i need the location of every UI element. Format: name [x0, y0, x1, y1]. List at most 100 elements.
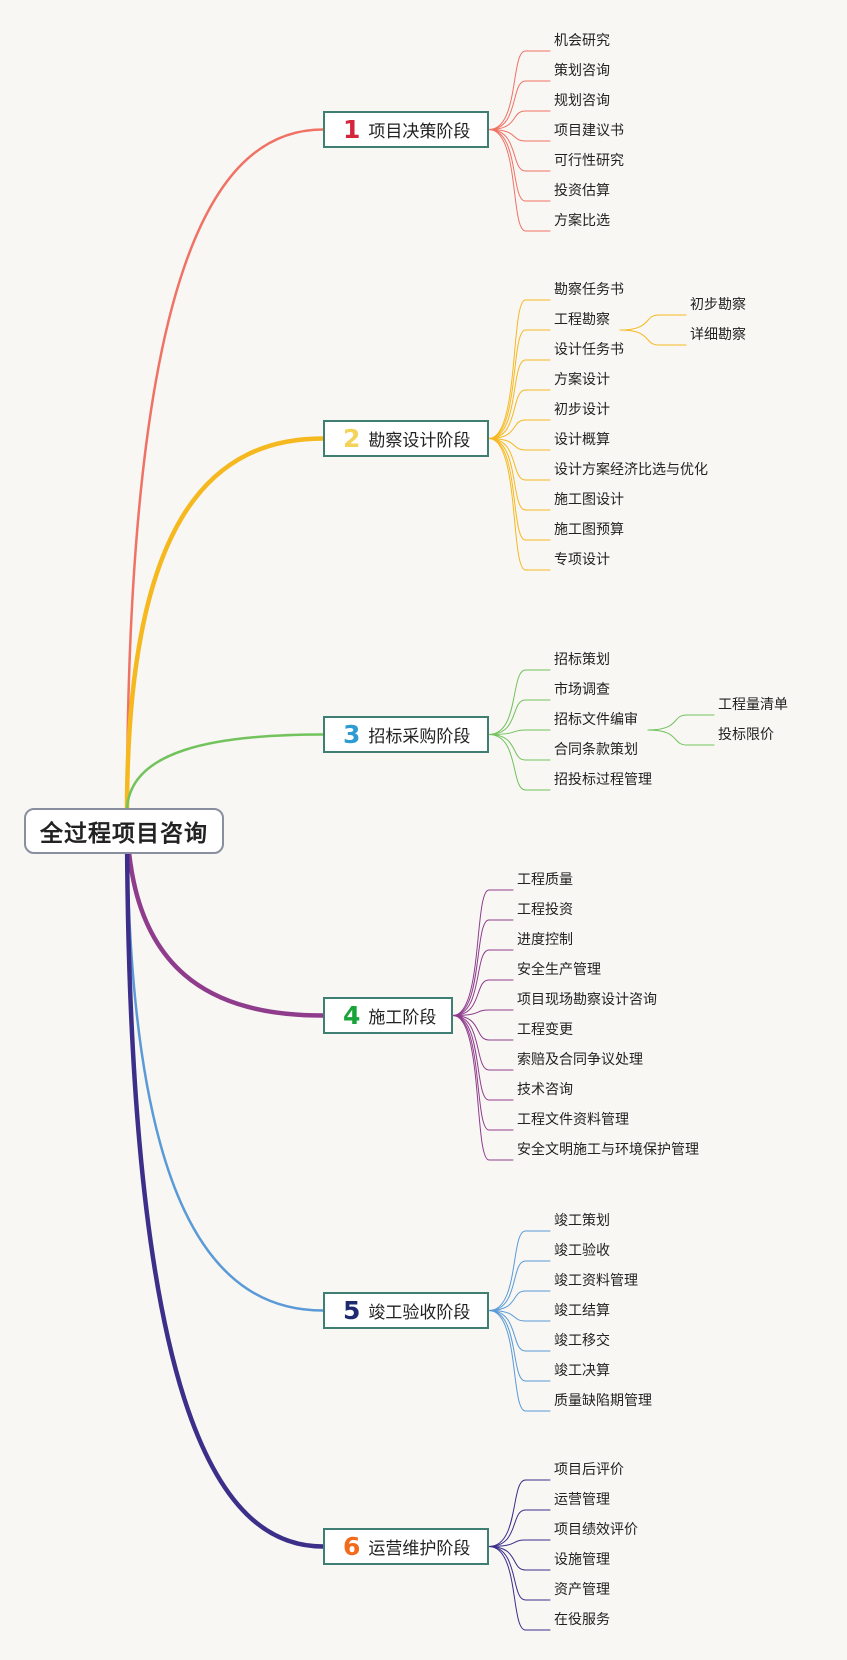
item-connector: [452, 1015, 514, 1101]
item-connector: [452, 1015, 514, 1071]
phase-item[interactable]: 方案设计: [554, 372, 610, 388]
phase-item[interactable]: 施工图预算: [554, 522, 624, 538]
item-connector: [488, 1546, 551, 1601]
sub-item-connector: [647, 714, 715, 731]
phase-item[interactable]: 合同条款策划: [554, 742, 638, 758]
sub-item-connector: [619, 329, 687, 346]
phase-item[interactable]: 竣工资料管理: [554, 1273, 638, 1289]
sub-item[interactable]: 工程量清单: [718, 697, 788, 713]
phase-item[interactable]: 招标文件编审: [554, 712, 638, 728]
item-connector: [488, 1310, 551, 1412]
phase-item[interactable]: 项目后评价: [554, 1462, 624, 1478]
item-connector: [488, 299, 551, 439]
phase-item[interactable]: 工程投资: [517, 902, 573, 918]
phase-connector-6: [124, 809, 326, 1549]
phase-item[interactable]: 工程变更: [517, 1022, 573, 1038]
sub-item[interactable]: 初步勘察: [690, 297, 746, 313]
item-connector: [488, 1260, 551, 1311]
item-connector: [488, 1546, 551, 1571]
phase-title: 项目决策阶段: [368, 122, 471, 142]
phase-connector-1: [125, 128, 325, 814]
phase-item[interactable]: 工程质量: [517, 872, 573, 888]
phase-item[interactable]: 初步设计: [554, 402, 610, 418]
item-connector: [452, 1015, 514, 1131]
item-connector: [488, 389, 551, 439]
sub-item[interactable]: 详细勘察: [690, 327, 746, 343]
phase-item[interactable]: 机会研究: [554, 33, 610, 49]
phase-item[interactable]: 招投标过程管理: [554, 772, 652, 788]
phase-item[interactable]: 索赔及合同争议处理: [517, 1052, 643, 1068]
item-connector: [452, 1015, 514, 1161]
phase-item[interactable]: 质量缺陷期管理: [554, 1393, 652, 1409]
phase-item[interactable]: 策划咨询: [554, 63, 610, 79]
phase-item[interactable]: 在役服务: [554, 1612, 610, 1628]
sub-item[interactable]: 投标限价: [718, 727, 774, 743]
phase-item[interactable]: 设施管理: [554, 1552, 610, 1568]
phase-item[interactable]: 资产管理: [554, 1582, 610, 1598]
phase-connector-4: [124, 809, 326, 1018]
phase-item[interactable]: 竣工移交: [554, 1333, 610, 1349]
item-connector: [452, 889, 514, 1016]
phase-item[interactable]: 设计方案经济比选与优化: [554, 462, 708, 478]
item-connector: [488, 729, 551, 735]
phase-item[interactable]: 工程勘察: [554, 312, 610, 328]
phase-item[interactable]: 技术咨询: [517, 1082, 573, 1098]
phase-number: 6: [343, 1532, 361, 1561]
phase-node-6[interactable]: 6 运营维护阶段: [323, 1528, 489, 1565]
phase-item[interactable]: 投资估算: [554, 183, 610, 199]
phase-item[interactable]: 安全文明施工与环境保护管理: [517, 1142, 699, 1158]
phase-item[interactable]: 安全生产管理: [517, 962, 601, 978]
phase-item[interactable]: 竣工结算: [554, 1303, 610, 1319]
phase-item[interactable]: 竣工决算: [554, 1363, 610, 1379]
item-connector: [488, 50, 551, 130]
phase-title: 运营维护阶段: [368, 1539, 471, 1559]
item-connector: [488, 80, 551, 130]
phase-item[interactable]: 可行性研究: [554, 153, 624, 169]
phase-item[interactable]: 工程文件资料管理: [517, 1112, 629, 1128]
phase-item[interactable]: 施工图设计: [554, 492, 624, 508]
item-connector: [488, 1539, 551, 1547]
phase-item[interactable]: 竣工验收: [554, 1243, 610, 1259]
phase-node-2[interactable]: 2 勘察设计阶段: [323, 420, 489, 457]
item-connector: [488, 1290, 551, 1311]
item-connector: [488, 1310, 551, 1382]
phase-item[interactable]: 项目绩效评价: [554, 1522, 638, 1538]
item-connector: [488, 1310, 551, 1322]
phase-number: 2: [343, 424, 361, 453]
phase-item[interactable]: 方案比选: [554, 213, 610, 229]
item-connector: [488, 1546, 551, 1631]
phase-item[interactable]: 竣工策划: [554, 1213, 610, 1229]
phase-title: 施工阶段: [368, 1008, 437, 1028]
phase-item[interactable]: 专项设计: [554, 552, 610, 568]
item-connector: [488, 1509, 551, 1547]
item-connector: [488, 1230, 551, 1311]
phase-item[interactable]: 勘察任务书: [554, 282, 624, 298]
phase-connector-2: [124, 436, 326, 815]
phase-item[interactable]: 进度控制: [517, 932, 573, 948]
phase-title: 勘察设计阶段: [368, 431, 471, 451]
item-connector: [452, 979, 514, 1016]
phase-item[interactable]: 设计任务书: [554, 342, 624, 358]
phase-item[interactable]: 市场调查: [554, 682, 610, 698]
item-connector: [488, 129, 551, 142]
item-connector: [488, 1310, 551, 1352]
phase-item[interactable]: 设计概算: [554, 432, 610, 448]
item-connector: [488, 129, 551, 202]
phase-item[interactable]: 运营管理: [554, 1492, 610, 1508]
item-connector: [452, 919, 514, 1016]
phase-item[interactable]: 招标策划: [554, 652, 610, 668]
root-node[interactable]: 全过程项目咨询: [24, 808, 224, 854]
phase-title: 招标采购阶段: [368, 727, 471, 747]
phase-title: 竣工验收阶段: [368, 1303, 471, 1323]
sub-item-connector: [619, 314, 687, 331]
phase-item[interactable]: 项目现场勘察设计咨询: [517, 992, 657, 1008]
phase-item[interactable]: 项目建议书: [554, 123, 624, 139]
phase-item[interactable]: 规划咨询: [554, 93, 610, 109]
item-connector: [452, 1009, 514, 1016]
item-connector: [488, 1479, 551, 1547]
sub-item-connector: [647, 729, 715, 746]
